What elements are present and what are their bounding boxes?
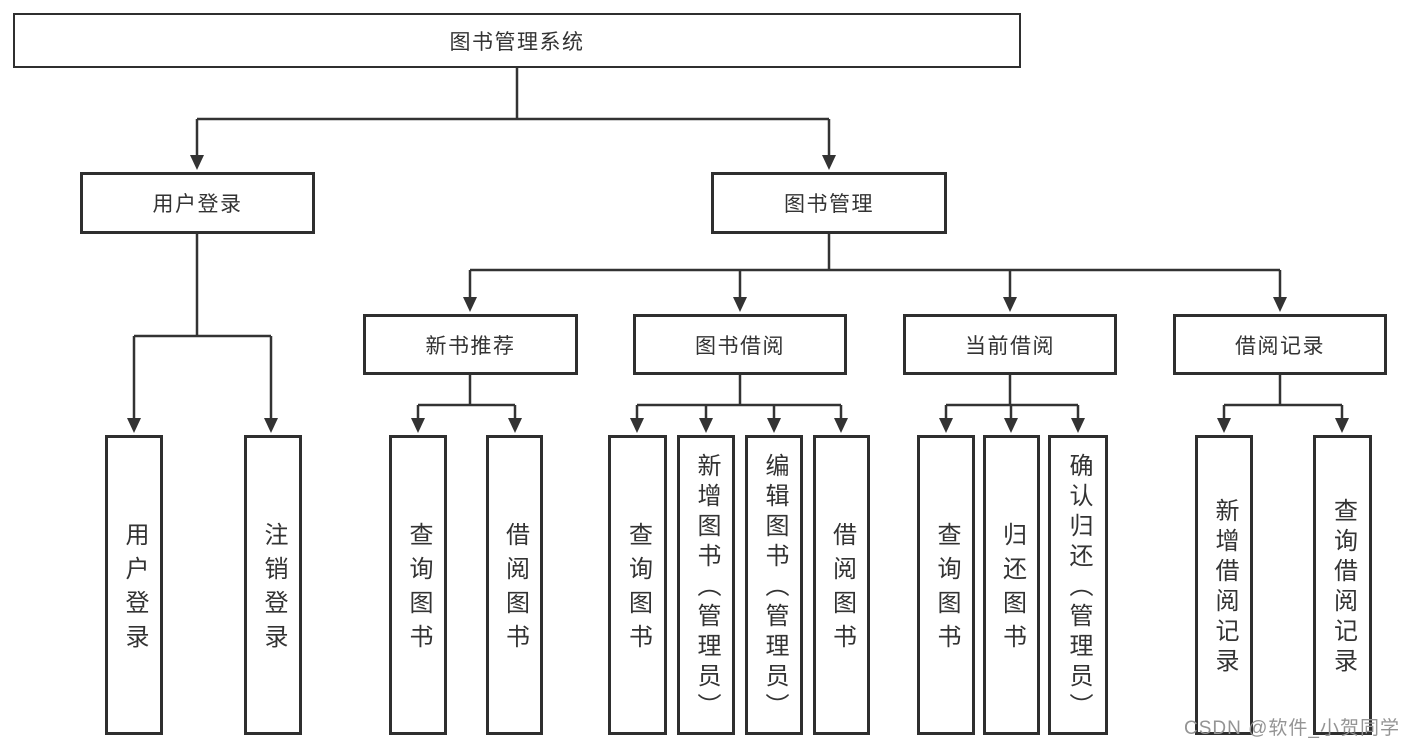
node-query-books-borrowing: 查询图书	[608, 435, 667, 735]
node-borrow-books-recommend: 借阅图书	[486, 435, 543, 735]
node-label: 编辑图书（管理员）	[761, 453, 788, 723]
node-logout: 注销登录	[244, 435, 302, 735]
node-new-book-recommend: 新书推荐	[363, 314, 578, 375]
node-label: 图书管理系统	[449, 30, 585, 54]
node-user-login: 用户登录	[80, 172, 315, 234]
node-label: 图书管理	[784, 193, 874, 216]
node-label: 查询图书	[624, 522, 652, 658]
node-label: 用户登录	[121, 522, 148, 658]
node-query-books-current: 查询图书	[917, 435, 975, 735]
node-label: 借阅图书	[828, 522, 856, 658]
node-label: 当前借阅	[965, 334, 1055, 358]
node-label: 新书推荐	[425, 334, 516, 358]
node-book-management-system: 图书管理系统	[13, 13, 1021, 68]
node-label: 新增借阅记录	[1211, 498, 1238, 678]
node-label: 归还图书	[998, 522, 1026, 658]
node-query-borrow-record: 查询借阅记录	[1313, 435, 1372, 735]
node-add-borrow-record: 新增借阅记录	[1195, 435, 1253, 735]
tree-edges	[132, 68, 1344, 423]
node-book-management: 图书管理	[711, 172, 947, 234]
node-label: 用户登录	[152, 193, 243, 216]
node-label: 查询借阅记录	[1329, 498, 1357, 678]
node-query-books-recommend: 查询图书	[389, 435, 447, 735]
node-label: 注销登录	[260, 522, 287, 658]
arrowheads	[127, 155, 1349, 433]
node-label: 查询图书	[933, 522, 960, 658]
node-label: 确认归还（管理员）	[1065, 453, 1092, 723]
node-return-books: 归还图书	[983, 435, 1040, 735]
node-label: 查询图书	[405, 522, 432, 658]
watermark-text: CSDN @软件_小贺同学	[1184, 718, 1400, 739]
node-label: 新增图书（管理员）	[693, 453, 720, 723]
node-book-borrowing: 图书借阅	[633, 314, 847, 375]
node-label: 图书借阅	[695, 334, 785, 358]
node-current-borrowing: 当前借阅	[903, 314, 1117, 375]
node-add-books-admin: 新增图书（管理员）	[677, 435, 735, 735]
node-label: 借阅记录	[1235, 334, 1325, 358]
node-borrow-books-borrowing: 借阅图书	[813, 435, 870, 735]
node-edit-books-admin: 编辑图书（管理员）	[745, 435, 803, 735]
node-label: 借阅图书	[501, 522, 529, 658]
node-borrowing-records: 借阅记录	[1173, 314, 1387, 375]
node-user-login-action: 用户登录	[105, 435, 163, 735]
node-confirm-return-admin: 确认归还（管理员）	[1048, 435, 1108, 735]
